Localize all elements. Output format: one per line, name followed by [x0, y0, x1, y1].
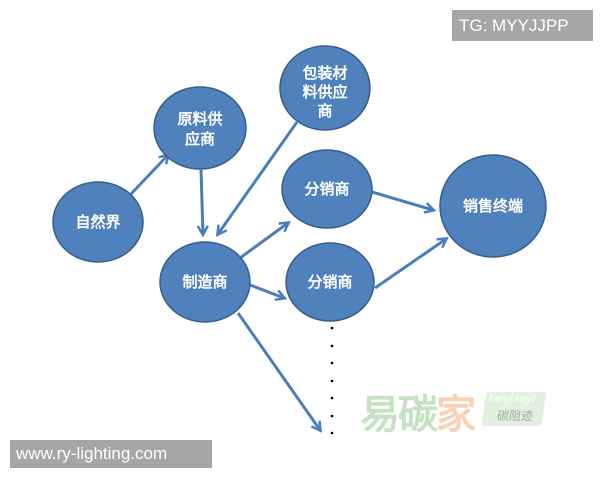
node-retail: 销售终端 [439, 154, 547, 258]
node-label: 自然界 [75, 213, 120, 231]
brand-watermark-text: 易碳家 [360, 382, 476, 440]
node-packaging-supplier: 包装材 料供应 商 [279, 45, 371, 131]
brand-tag: tanjiaoyi 碳阻迹 [481, 392, 547, 426]
node-label: 分销商 [307, 273, 352, 291]
edge-manufacturer-to-distributor-1 [239, 223, 288, 260]
brand-tag-en: tanjiaoyi [487, 392, 537, 405]
edge-manufacturer-to-distributor-2 [249, 283, 284, 298]
node-label: 料供应 [302, 83, 347, 101]
tg-watermark: TG: MYYJJPP [452, 10, 593, 41]
edge-distributor-2-to-retail [374, 239, 446, 290]
edge-nature-to-raw-supplier [128, 155, 168, 197]
brand-watermark: 易碳家 tanjiaoyi 碳阻迹 [360, 380, 550, 440]
node-manufacturer: 制造商 [159, 241, 251, 323]
brand-name-part: 家 [436, 392, 476, 438]
node-label: 包装材 [302, 64, 347, 82]
continuation-dots [330, 326, 334, 435]
edges [128, 121, 446, 430]
node-label: 商 [317, 102, 332, 120]
brand-name-part: 易碳 [360, 392, 438, 438]
node-label: 原料供 [177, 110, 222, 128]
edge-raw-supplier-to-manufacturer [201, 169, 203, 234]
edge-manufacturer-to-more [236, 312, 320, 430]
node-label: 制造商 [182, 273, 227, 291]
node-nature: 自然界 [52, 181, 144, 263]
node-label: 分销商 [304, 180, 349, 198]
node-label: 应商 [185, 130, 215, 148]
node-distributor-1: 分销商 [281, 149, 373, 229]
node-raw-supplier: 原料供 应商 [153, 86, 247, 170]
edge-packaging-to-manufacturer [218, 121, 299, 234]
site-watermark: www.ry-lighting.com [10, 440, 212, 468]
edge-distributor-1-to-retail [371, 190, 433, 210]
node-label: 销售终端 [463, 197, 523, 215]
node-distributor-2: 分销商 [285, 242, 375, 322]
brand-tag-cn: 碳阻迹 [496, 409, 535, 423]
